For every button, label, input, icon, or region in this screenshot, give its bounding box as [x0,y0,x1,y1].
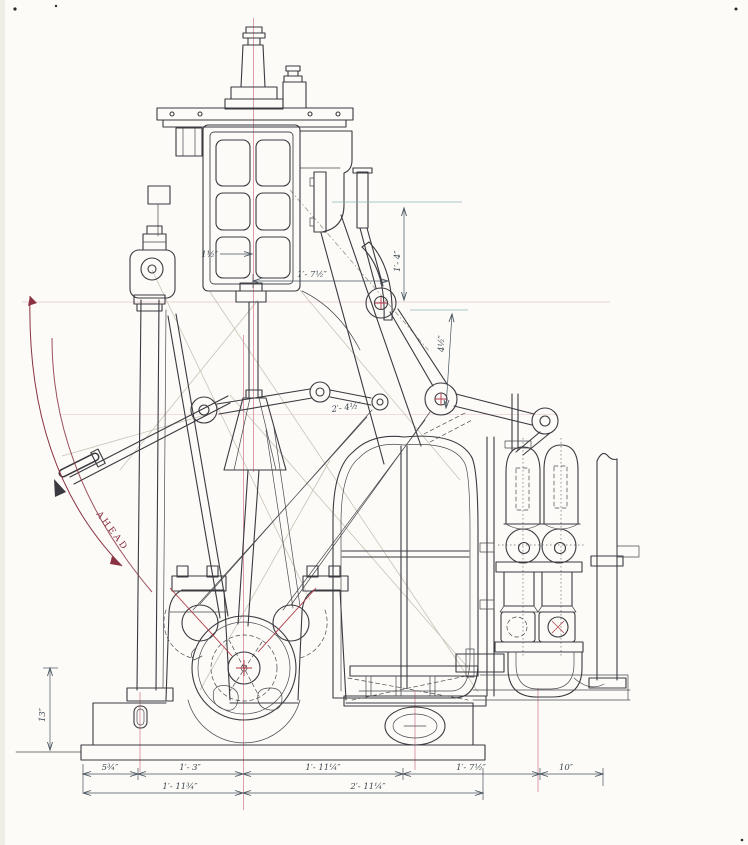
dimension-row-lower: 1′- 11¾″ 2′- 11¼″ [81,768,485,800]
pump-group [455,393,640,698]
ahead-arrowhead [54,479,66,497]
dim-row2-1: 2′- 11¼″ [349,781,386,792]
crankshaft-assembly [163,565,349,721]
dim-base-height: 13″ [38,707,48,722]
bedplate [15,674,631,761]
cylinder-head [156,26,354,128]
dim-top-width: 1′- 7½″ [297,269,328,280]
dim-row1-1: 1′- 3″ [179,763,201,773]
dim-door-offset: 1½″ [201,249,219,260]
construction-lines [61,189,479,693]
ahead-label: AHEAD [93,509,130,553]
dim-row1-4: 10″ [559,763,574,773]
expansion-link [359,227,397,321]
arc-arrowhead [110,556,122,566]
condenser-tank [332,411,487,707]
centerlines [22,18,610,810]
dim-rod-length: 2′- 4½″ [330,400,363,415]
left-column [126,225,229,702]
discharge-pipe [588,452,627,689]
dim-rocker-drop: 4½″ [436,334,447,353]
guide-lines [332,201,468,311]
valve-gear-linkage [58,227,559,611]
dim-row1-0: 5¾″ [102,762,120,773]
cylinder-block [147,127,422,465]
dim-row2-0: 1′- 11¾″ [162,781,198,792]
accent-marks [169,297,565,676]
valve-chest-door [202,124,301,292]
piston-rod-crosshead [223,282,301,627]
dimension-row-upper: 5¾″ 1′- 3″ 1′- 11¼″ 1′- 7½″ 10″ [81,762,605,792]
reversing-lever [58,395,231,485]
dim-exhaust-drop: 1′- 4″ [393,250,403,272]
dimensions: 1′- 7½″ 1½″ 2′- 4½″ 1′- 4″ 4½″ 13″ 5¾″ 1… [38,206,605,800]
dim-row1-2: 1′- 11¼″ [305,762,341,773]
dim-row1-3: 1′- 7½″ [456,762,487,773]
